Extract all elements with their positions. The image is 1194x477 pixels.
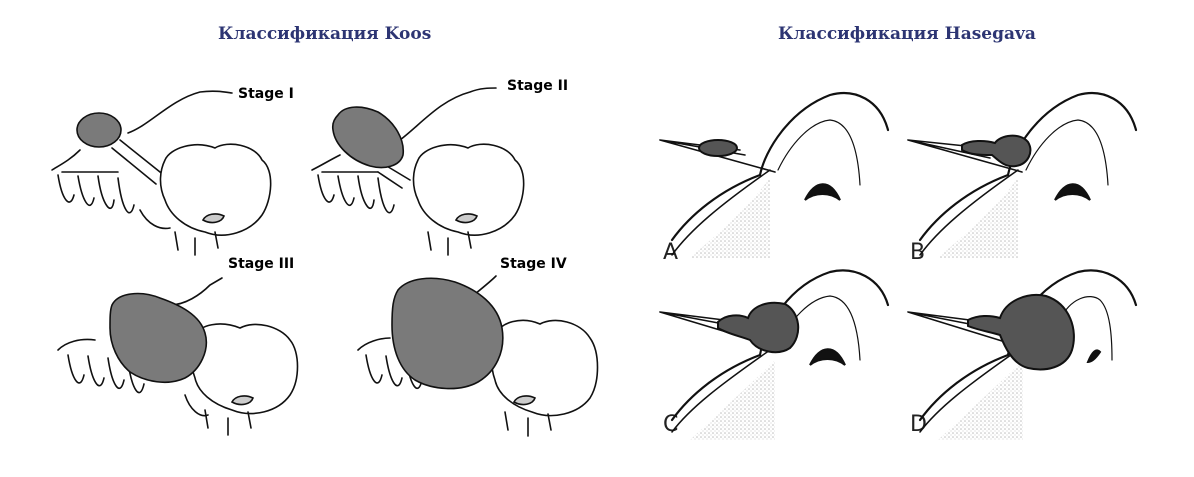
hasegava-panel-c-drawing bbox=[659, 269, 890, 440]
hasegava-title: Классификация Hasegava bbox=[778, 24, 1036, 44]
panel-a-label: A bbox=[663, 240, 679, 265]
stage-3-label: Stage III bbox=[228, 256, 295, 272]
koos-title: Классификация Koos bbox=[218, 24, 432, 44]
koos-stage-4-drawing bbox=[357, 275, 599, 437]
koos-stage-2-drawing bbox=[311, 87, 525, 256]
stage-1-label: Stage I bbox=[238, 86, 294, 102]
stage-2-label: Stage II bbox=[507, 78, 569, 94]
panel-d-label: D bbox=[910, 412, 927, 437]
hasegava-panel-d-drawing bbox=[907, 269, 1138, 440]
stage-4-label: Stage IV bbox=[500, 256, 567, 272]
panel-b-label: B bbox=[910, 240, 926, 265]
koos-stage-1-drawing bbox=[51, 90, 272, 256]
koos-stage-3-drawing bbox=[57, 277, 299, 436]
hasegava-panel-a-drawing bbox=[659, 91, 890, 258]
hasegava-panel-b-drawing bbox=[907, 91, 1138, 258]
